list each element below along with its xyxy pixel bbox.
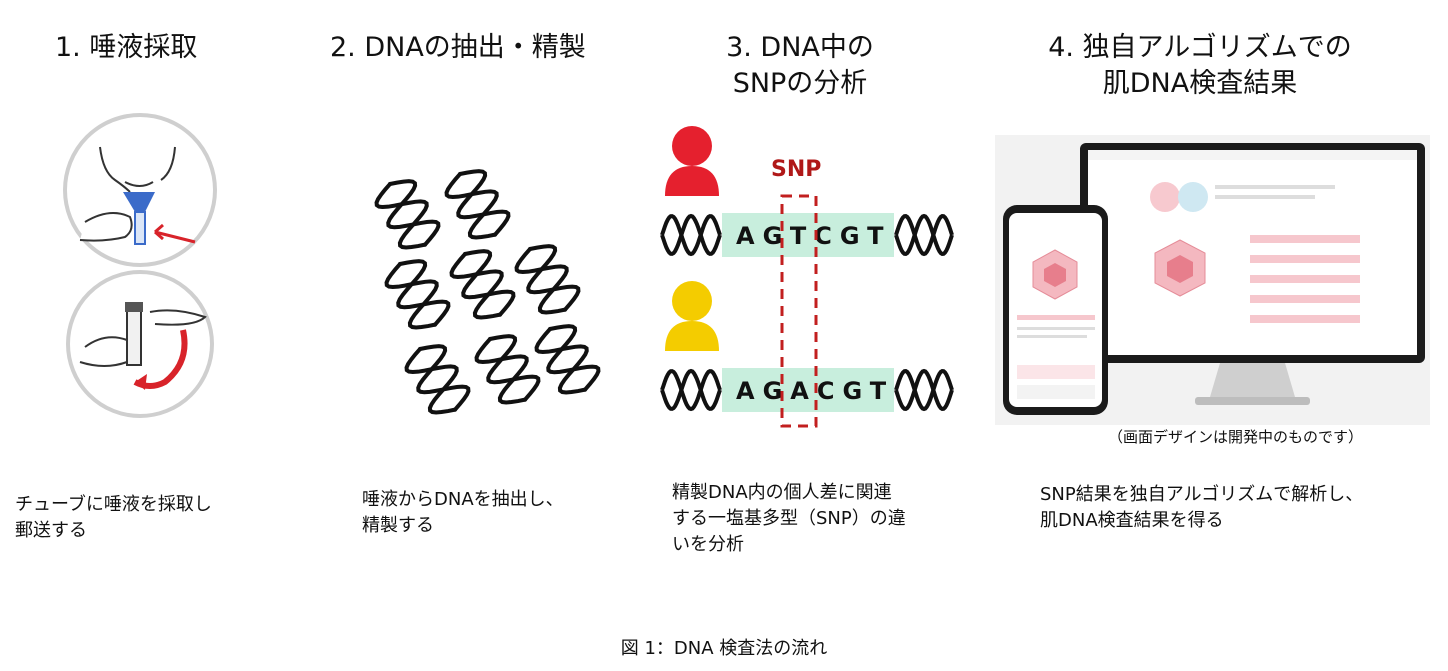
- saliva-collection-illustration: [55, 112, 255, 422]
- helix-bottom-right: [896, 371, 952, 409]
- snp-label: SNP: [771, 157, 821, 182]
- dna-strand-icon: [381, 253, 454, 336]
- step4-title: 4. 独自アルゴリズムでの 肌DNA検査結果: [1010, 30, 1390, 102]
- dna-strand-icon: [371, 173, 444, 256]
- person-yellow-icon: [672, 281, 712, 321]
- step4-desc: SNP結果を独自アルゴリズムで解析し、 肌DNA検査結果を得る: [1040, 482, 1363, 534]
- step3-desc: 精製DNA内の個人差に関連 する一塩基多型（SNP）の違 いを分析: [672, 480, 906, 558]
- dna-strands-illustration: [365, 160, 605, 420]
- dna-strand-icon: [441, 163, 514, 246]
- figure-caption: 図 1：DNA 検査法の流れ: [0, 634, 1448, 660]
- tube-icon: [135, 212, 145, 244]
- helix-top-left: [662, 216, 720, 254]
- step1-title: 1. 唾液採取: [55, 30, 197, 66]
- dna-strand-icon: [511, 238, 584, 321]
- step2-desc: 唾液からDNAを抽出し、 精製する: [362, 487, 564, 539]
- dna-strand-icon: [531, 318, 604, 401]
- sample-tube-icon: [127, 310, 141, 365]
- dna-strand-icon: [401, 338, 474, 420]
- step3-title: 3. DNA中の SNPの分析: [680, 30, 920, 102]
- snp-analysis-diagram: SNP AGTCGT AGACGT: [660, 118, 960, 438]
- dna-strand-icon: [446, 243, 519, 326]
- sequence-top: AGTCGT: [736, 222, 891, 250]
- screen-design-note: （画面デザインは開発中のものです）: [1108, 426, 1363, 447]
- step2-title: 2. DNAの抽出・精製: [330, 30, 586, 66]
- person-red-icon: [672, 126, 712, 166]
- helix-top-right: [896, 216, 952, 254]
- dna-strand-icon: [471, 328, 544, 411]
- helix-bottom-left: [662, 371, 720, 409]
- step1-desc: チューブに唾液を採取し 郵送する: [15, 492, 212, 544]
- devices-illustration: [995, 135, 1430, 425]
